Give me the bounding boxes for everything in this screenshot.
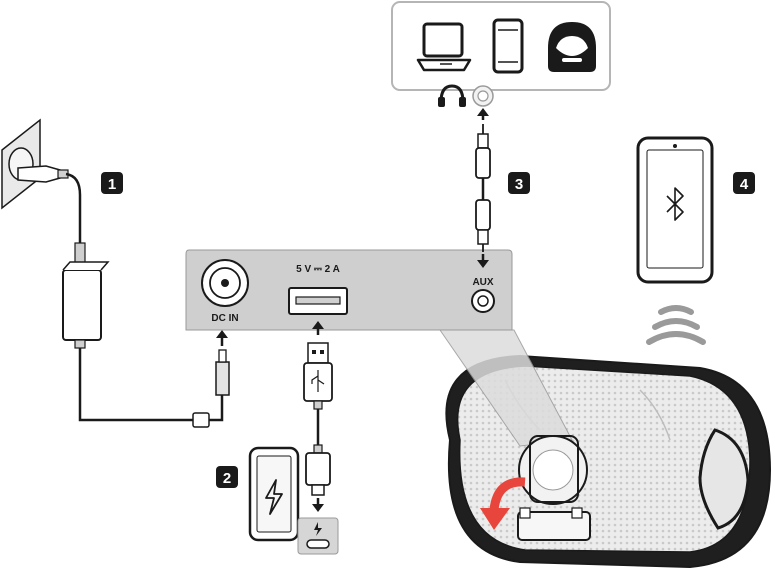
power-plug-icon [18, 166, 68, 182]
usb-a-plug-icon [304, 343, 332, 409]
svg-text:4: 4 [740, 176, 749, 193]
svg-text:1: 1 [108, 176, 116, 193]
arrow-up-icon [216, 330, 228, 346]
aux-port [472, 290, 494, 312]
usb-a-port [289, 288, 347, 314]
usb-c-port-callout [298, 518, 338, 554]
bluetooth-phone-icon [638, 138, 712, 282]
svg-text:2: 2 [223, 470, 231, 487]
arrow-up-icon [477, 108, 489, 120]
cable-ferrite-icon [193, 413, 209, 427]
step-badge-4: 4 [733, 172, 755, 194]
usb-rating-label: 5 V ⎓ 2 A [296, 264, 340, 275]
wireless-signal-icon [649, 308, 703, 342]
power-adapter-icon [63, 243, 108, 348]
speaker-icon [548, 22, 596, 72]
dc-in-port [202, 260, 248, 306]
speaker-port-cover-icon [518, 436, 590, 540]
step-badge-1: 1 [101, 172, 123, 194]
step-badge-3: 3 [508, 172, 530, 194]
aux-label: AUX [472, 277, 493, 288]
step-badge-2: 2 [216, 466, 238, 488]
dc-barrel-plug-icon [216, 350, 229, 395]
aux-cable-icon [476, 124, 490, 252]
charging-phone-icon [250, 448, 298, 540]
dc-in-label: DC IN [211, 313, 238, 324]
usb-c-plug-icon [306, 445, 330, 495]
smartphone-icon [494, 20, 522, 72]
svg-text:3: 3 [515, 176, 523, 193]
wall-outlet-icon [2, 120, 40, 208]
laptop-icon [418, 24, 470, 70]
arrow-down-icon [312, 498, 324, 512]
audio-jack-icon [473, 86, 493, 106]
